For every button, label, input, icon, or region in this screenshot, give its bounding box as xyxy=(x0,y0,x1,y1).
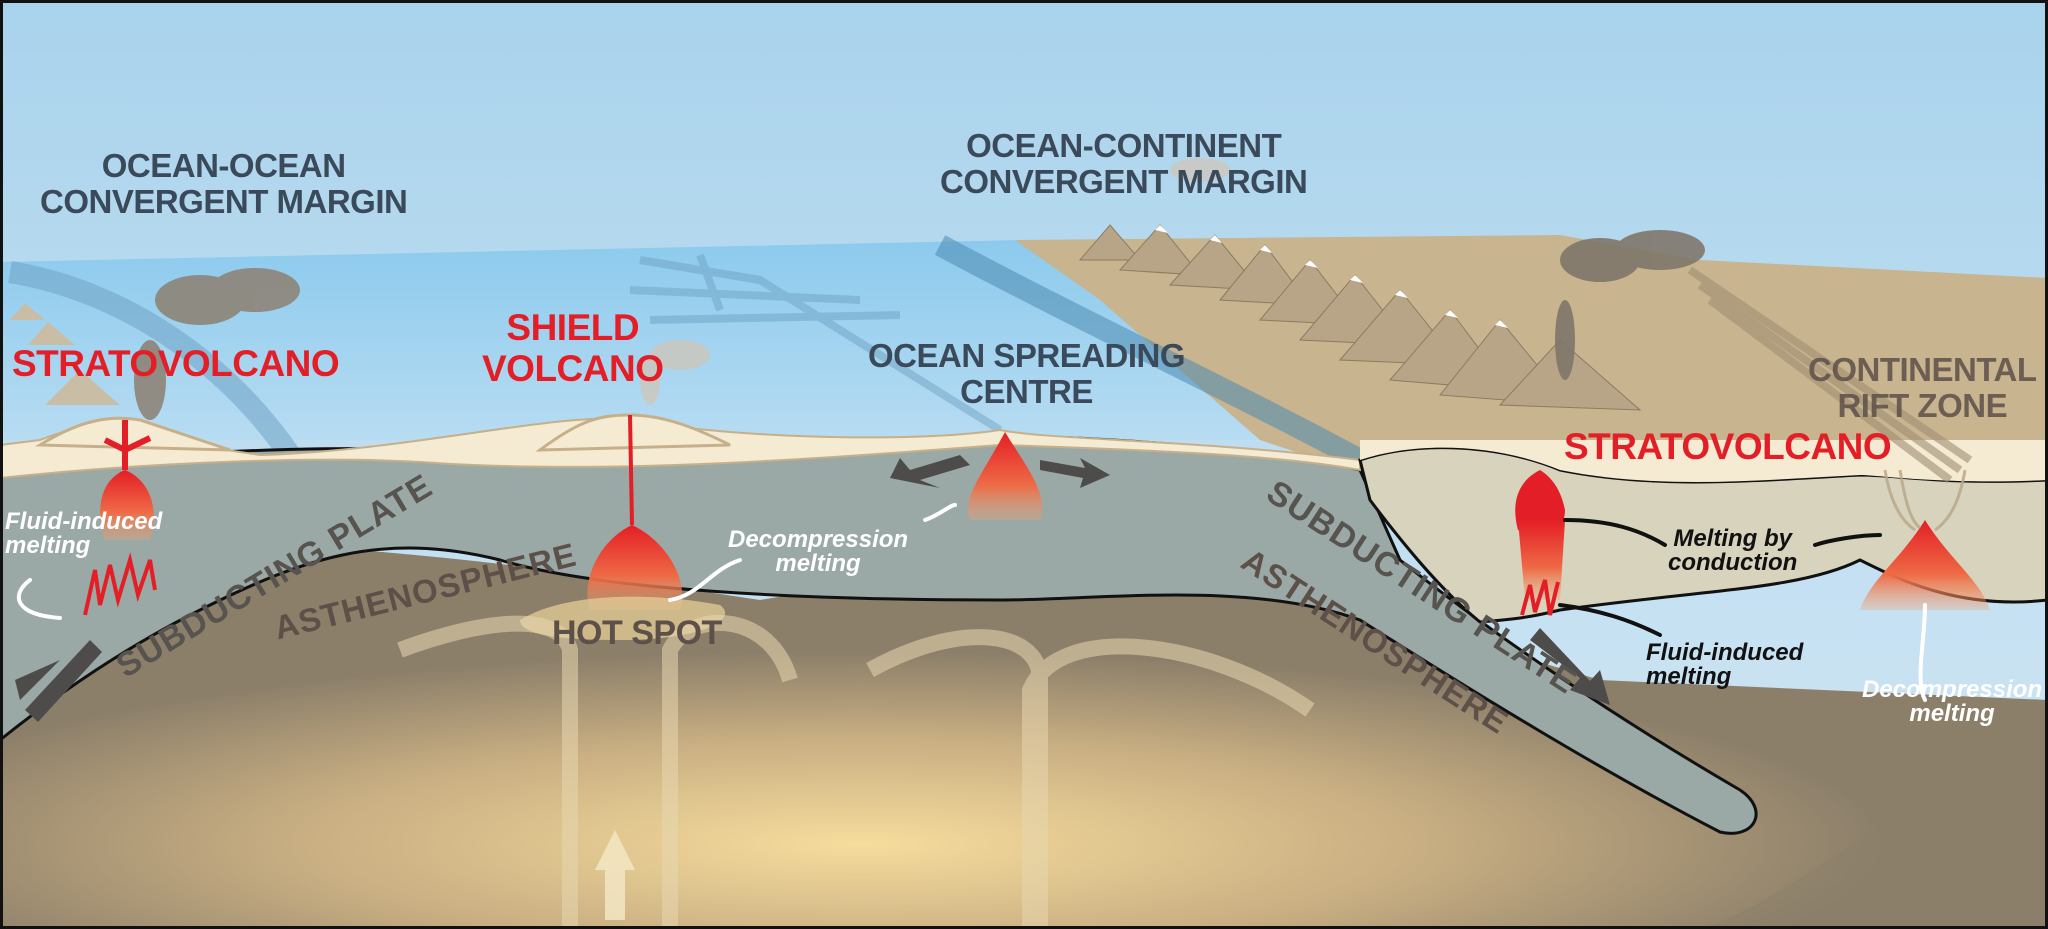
note-line: melting xyxy=(775,550,861,577)
label-stratovolcano-right: STRATOVOLCANO xyxy=(1564,426,1892,467)
note-line: melting xyxy=(1646,663,1732,690)
heading-line: RIFT ZONE xyxy=(1837,387,2008,425)
heading-line: CENTRE xyxy=(960,373,1093,411)
heading-continental-rift: CONTINENTAL RIFT ZONE xyxy=(1808,351,2037,425)
note-line: Melting by xyxy=(1673,525,1792,552)
heading-line: OCEAN SPREADING xyxy=(868,337,1186,374)
label-line: SHIELD xyxy=(506,307,640,348)
label-hot-spot: HOT SPOT xyxy=(552,614,722,652)
heading-ocean-continent: OCEAN-CONTINENT CONVERGENT MARGIN xyxy=(940,127,1308,201)
note-line: Fluid-induced xyxy=(5,508,163,535)
heading-line: OCEAN-OCEAN xyxy=(101,147,346,184)
heading-line: OCEAN-CONTINENT xyxy=(966,127,1282,164)
note-line: melting xyxy=(1909,700,1995,727)
note-fluid-melting-right: Fluid-induced melting xyxy=(1646,641,1803,689)
label-stratovolcano-left: STRATOVOLCANO xyxy=(12,343,340,384)
note-decompression-centre: Decompression melting xyxy=(728,528,908,576)
heading-line: CONVERGENT MARGIN xyxy=(40,183,408,221)
heading-ocean-ocean: OCEAN-OCEAN CONVERGENT MARGIN xyxy=(40,147,408,221)
note-line: Decompression xyxy=(1862,676,2043,703)
note-fluid-melting-left: Fluid-induced melting xyxy=(5,510,162,558)
heading-line: CONVERGENT MARGIN xyxy=(940,163,1308,201)
note-line: conduction xyxy=(1668,549,1798,576)
heading-spreading-centre: OCEAN SPREADING CENTRE xyxy=(868,337,1186,411)
heading-line: CONTINENTAL xyxy=(1808,351,2037,388)
note-melting-by-conduction: Melting by conduction xyxy=(1668,527,1797,575)
note-decompression-rift: Decompression melting xyxy=(1862,678,2042,726)
note-line: melting xyxy=(5,532,91,559)
note-line: Decompression xyxy=(728,526,909,553)
label-shield-volcano: SHIELD VOLCANO xyxy=(482,307,664,389)
label-line: VOLCANO xyxy=(482,347,664,389)
note-line: Fluid-induced xyxy=(1646,639,1804,666)
